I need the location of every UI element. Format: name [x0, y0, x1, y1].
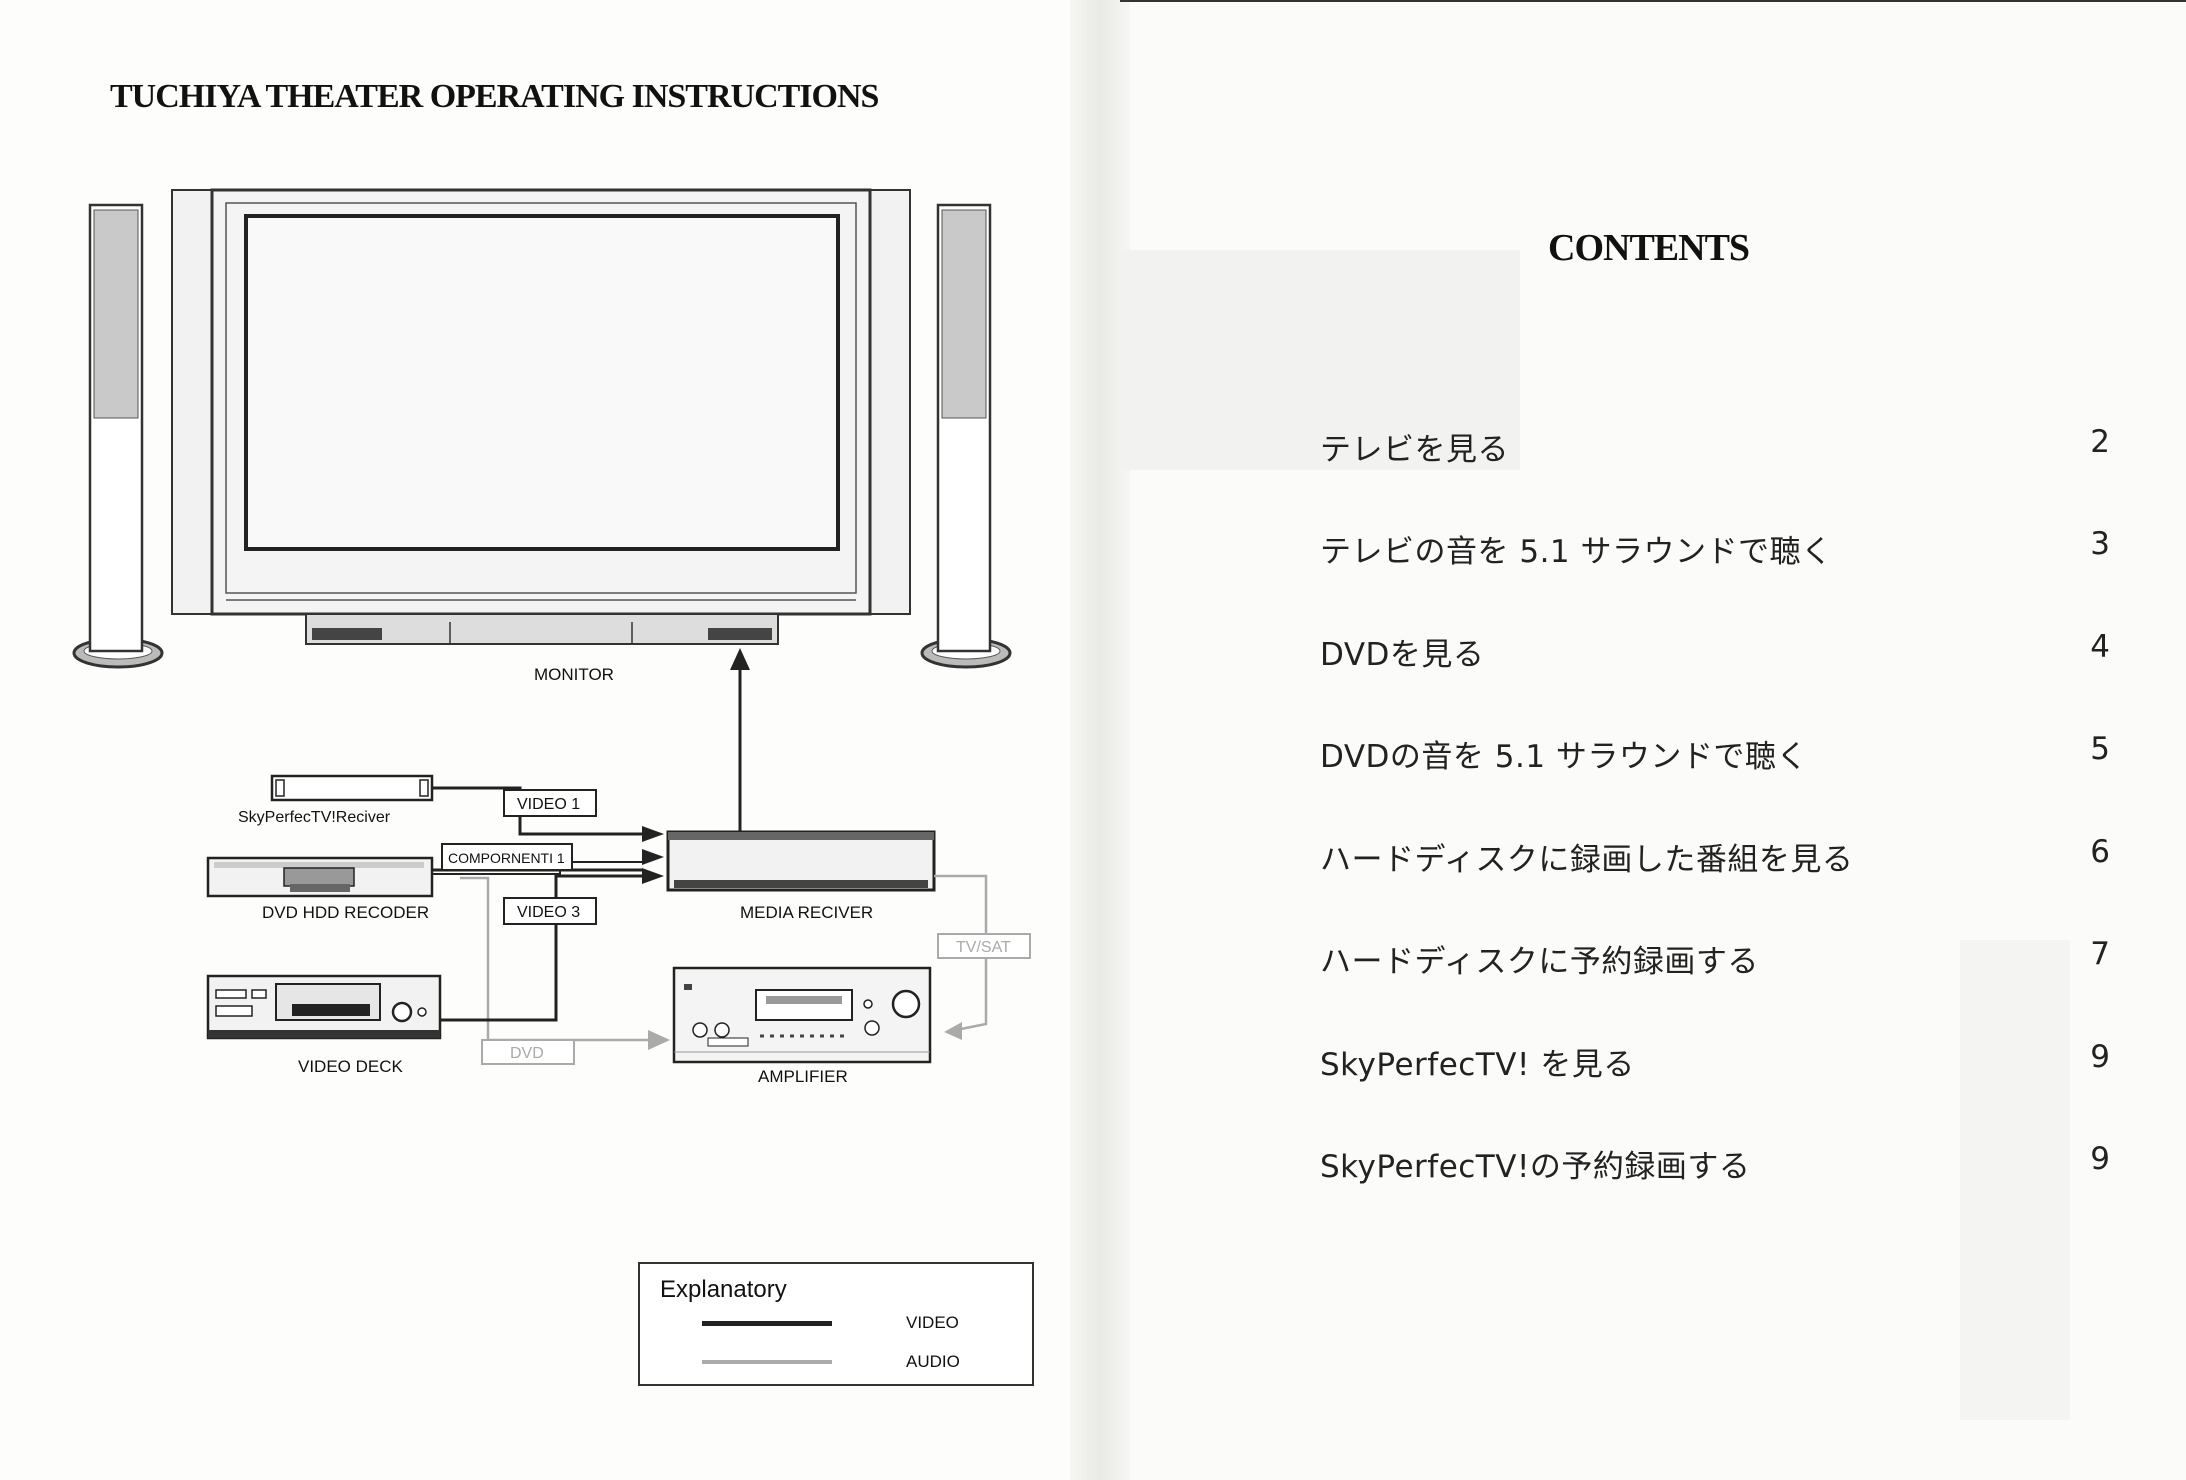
toc-item[interactable]: ハードディスクに録画した番組を見る 6 [1320, 834, 2110, 884]
monitor-screen [244, 214, 840, 551]
video1-box [503, 789, 597, 817]
sky-receiver-label: SkyPerfecTV!Reciver [238, 809, 391, 826]
video1-label: VIDEO 1 [517, 796, 580, 813]
monitor-side-panel-right [869, 189, 911, 615]
toc-item-page: 5 [2090, 731, 2110, 767]
monitor-stand [305, 613, 779, 645]
speaker-right [920, 203, 1012, 669]
monitor-inner-frame [225, 202, 857, 594]
toc-item-page: 6 [2090, 834, 2110, 870]
monitor-label: MONITOR [534, 665, 614, 684]
video-deck-illustration [206, 974, 442, 1040]
dvd-recorder-label: DVD HDD RECODER [262, 903, 429, 922]
toc-item-text: SkyPerfecTV! を見る [1320, 1047, 1635, 1083]
dvd-label: DVD [510, 1045, 544, 1062]
toc-item-page: 9 [2090, 1141, 2110, 1177]
video3-label: VIDEO 3 [517, 904, 580, 921]
dvd-box [481, 1039, 575, 1065]
component1-label: COMPORNENTI 1 [448, 850, 565, 866]
component1-box [441, 843, 573, 871]
monitor-side-panel-left [171, 189, 213, 615]
toc-item[interactable]: テレビを見る 2 [1320, 424, 2110, 474]
toc-item-text: テレビを見る [1320, 432, 1509, 468]
amplifier-label: AMPLIFIER [758, 1067, 848, 1086]
legend-audio-label: AUDIO [906, 1352, 960, 1371]
amplifier-illustration [672, 966, 932, 1064]
dvd-recorder-illustration [206, 856, 434, 898]
toc-item-text: SkyPerfecTV!の予約録画する [1320, 1149, 1751, 1185]
toc-item-text: DVDを見る [1320, 637, 1485, 673]
document-title: TUCHIYA THEATER OPERATING INSTRUCTIONS [110, 78, 879, 115]
sky-receiver-illustration [270, 774, 434, 802]
toc-item-page: 9 [2090, 1039, 2110, 1075]
media-receiver-illustration [666, 830, 936, 892]
toc-item[interactable]: テレビの音を 5.1 サラウンドで聴く 3 [1320, 526, 2110, 576]
legend-video-label: VIDEO [906, 1313, 959, 1332]
video-deck-label: VIDEO DECK [298, 1057, 404, 1076]
show-through-block [1960, 940, 2070, 1420]
toc-item[interactable]: ハードディスクに予約録画する 7 [1320, 936, 2110, 986]
toc-item-text: DVDの音を 5.1 サラウンドで聴く [1320, 739, 1808, 775]
toc-item[interactable]: SkyPerfecTV! を見る 9 [1320, 1039, 2110, 1089]
connection-diagram: MONITOR SkyPerfecTV!Reciver DVD HDD RECO… [72, 188, 1031, 1086]
toc-item[interactable]: SkyPerfecTV!の予約録画する 9 [1320, 1141, 2110, 1191]
toc-item[interactable]: DVDの音を 5.1 サラウンドで聴く 5 [1320, 731, 2110, 781]
monitor-illustration [171, 188, 911, 645]
toc-item-text: ハードディスクに予約録画する [1320, 944, 1759, 980]
tv-sat-label: TV/SAT [956, 939, 1011, 956]
video3-box [503, 897, 597, 925]
toc-item-text: テレビの音を 5.1 サラウンドで聴く [1320, 534, 1833, 570]
toc-item-text: ハードディスクに録画した番組を見る [1320, 842, 1854, 878]
video-line-deck [440, 874, 642, 1022]
legend-audio-swatch [702, 1360, 832, 1364]
legend-video-swatch [702, 1321, 832, 1326]
contents-title: CONTENTS [1548, 227, 1750, 269]
legend-title: Explanatory [660, 1276, 787, 1303]
toc-item-page: 7 [2090, 936, 2110, 972]
tv-sat-box [937, 933, 1031, 959]
legend-box: Explanatory VIDEO AUDIO [638, 1262, 1034, 1386]
page-gutter [1070, 0, 1130, 1480]
top-rule [1120, 0, 2186, 2]
toc-item[interactable]: DVDを見る 4 [1320, 629, 2110, 679]
show-through-block [1120, 250, 1520, 470]
toc-item-page: 3 [2090, 526, 2110, 562]
media-receiver-label: MEDIA RECIVER [740, 903, 873, 922]
toc-item-page: 4 [2090, 629, 2110, 665]
speaker-left [72, 203, 164, 669]
toc-item-page: 2 [2090, 424, 2110, 460]
